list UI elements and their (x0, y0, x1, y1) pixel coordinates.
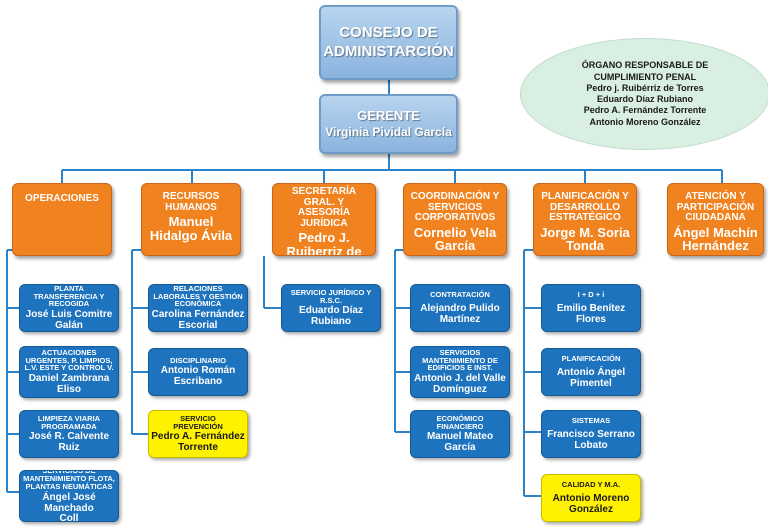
unit-head: Manuel Mateo García (426, 431, 494, 453)
department-title: ATENCIÓN Y PARTICIPACIÓN CIUDADANA (676, 191, 755, 223)
unit-head: Pedro A. Fernández Torrente (151, 431, 245, 453)
unit-title: SERVICIOS MANTENIMIENTO DE EDIFICIOS E I… (422, 347, 498, 373)
department-title: RECURSOS HUMANOS (162, 191, 220, 213)
manager-name: Virginia Pividal García (325, 125, 452, 140)
unit-idi: I + D + i Emilio Benítez Flores (541, 284, 641, 332)
department-atencion: ATENCIÓN Y PARTICIPACIÓN CIUDADANA Ángel… (667, 183, 764, 256)
unit-head: Daniel Zambrana Eliso (28, 373, 110, 395)
unit-head: Carolina Fernández Escorial (151, 309, 245, 331)
unit-head: Antonio Ángel Pimentel (556, 367, 626, 389)
compliance-member: Eduardo Díaz Rubiano (596, 94, 693, 104)
unit-title: SERVICIO JURÍDICO Y R.S.C. (290, 287, 372, 305)
unit-head: José Luis Comitre Galán (25, 309, 113, 331)
compliance-member: Pedro j. Ruibérriz de Torres (586, 82, 704, 93)
department-head: Cornelio Vela García (413, 224, 497, 254)
unit-title: SERVICIO PREVENCIÓN (173, 413, 223, 431)
unit-head: Alejandro Pulido Martínez (420, 303, 500, 325)
unit-economico-financiero: ECONÓMICO FINANCIERO Manuel Mateo García (410, 410, 510, 458)
department-title: OPERACIONES (25, 193, 99, 204)
unit-mantenimiento-flota: SERVICIOS DE MANTENIMIENTO FLOTA, PLANTA… (19, 470, 119, 522)
compliance-body: ÓRGANO RESPONSABLE DE CUMPLIMIENTO PENAL… (520, 38, 768, 150)
unit-sistemas: SISTEMAS Francisco Serrano Lobato (541, 410, 641, 458)
unit-servicio-prevencion: SERVICIO PREVENCIÓN Pedro A. Fernández T… (148, 410, 248, 458)
unit-head: Antonio Román Escribano (160, 365, 236, 387)
department-title: PLANIFICACIÓN Y DESARROLLO ESTRATÉGICO (541, 191, 629, 223)
board-box: CONSEJO DE ADMINISTARCIÓN (319, 5, 458, 80)
unit-title: PLANTA TRANSFERENCIA Y RECOGIDA (33, 284, 105, 309)
department-operaciones: OPERACIONES (12, 183, 112, 256)
unit-servicio-juridico: SERVICIO JURÍDICO Y R.S.C. Eduardo Díaz … (281, 284, 381, 332)
department-coordinacion: COORDINACIÓN Y SERVICIOS CORPORATIVOS Co… (403, 183, 507, 256)
unit-title: ECONÓMICO FINANCIERO (436, 413, 484, 431)
compliance-title-2: CUMPLIMIENTO PENAL (593, 71, 697, 82)
unit-title: PLANIFICACIÓN (561, 353, 621, 363)
department-head: Jorge M. Soria Tonda (540, 224, 630, 254)
unit-title: ACTUACIONES URGENTES, P. LIMPIOS, L.V. E… (24, 347, 114, 373)
unit-relaciones-laborales: RELACIONES LABORALES Y GESTIÓN ECONÓMICA… (148, 284, 248, 332)
unit-head: Antonio J. del Valle Domínguez (414, 373, 506, 395)
unit-planta-transferencia: PLANTA TRANSFERENCIA Y RECOGIDA José Lui… (19, 284, 119, 332)
unit-head: Eduardo Díaz Rubiano (299, 305, 363, 327)
unit-title: LIMPIEZA VIARIA PROGRAMADA (37, 413, 101, 431)
unit-head: Ángel José Manchado Coll (42, 492, 96, 522)
department-title: SECRETARÍA GRAL. Y ASESORÍA JURÍDICA (291, 186, 357, 229)
department-recursos-humanos: RECURSOS HUMANOS Manuel Hidalgo Ávila (141, 183, 241, 256)
unit-title: SERVICIOS DE MANTENIMIENTO FLOTA, PLANTA… (23, 470, 115, 492)
board-title-line1: CONSEJO DE (339, 24, 438, 42)
unit-title: DISCIPLINARIO (170, 355, 226, 365)
department-planificacion: PLANIFICACIÓN Y DESARROLLO ESTRATÉGICO J… (533, 183, 637, 256)
compliance-title-1: ÓRGANO RESPONSABLE DE (581, 60, 709, 71)
unit-head: Francisco Serrano Lobato (547, 429, 635, 451)
department-head: Pedro J. Ruiberriz de Torres (286, 230, 362, 256)
unit-title: SISTEMAS (571, 415, 611, 425)
unit-title: RELACIONES LABORALES Y GESTIÓN ECONÓMICA (153, 284, 243, 309)
compliance-member: Pedro A. Fernández Torrente (583, 105, 707, 116)
manager-title: GERENTE (357, 108, 420, 124)
compliance-member: Antonio Moreno González (589, 116, 701, 127)
department-head: Ángel Machín Hernández (673, 224, 758, 254)
unit-mantenimiento-edificios: SERVICIOS MANTENIMIENTO DE EDIFICIOS E I… (410, 346, 510, 398)
unit-head: José R. Calvente Ruiz (28, 431, 110, 453)
unit-limpieza-viaria: LIMPIEZA VIARIA PROGRAMADA José R. Calve… (19, 410, 119, 458)
department-title: COORDINACIÓN Y SERVICIOS CORPORATIVOS (410, 191, 500, 223)
department-head: Manuel Hidalgo Ávila (149, 214, 233, 243)
manager-box: GERENTE Virginia Pividal García (319, 94, 458, 154)
unit-calidad: CALIDAD Y M.A. Antonio Moreno González (541, 474, 641, 522)
department-secretaria: SECRETARÍA GRAL. Y ASESORÍA JURÍDICA Ped… (272, 183, 376, 256)
unit-head: Emilio Benítez Flores (556, 303, 626, 325)
unit-actuaciones-urgentes: ACTUACIONES URGENTES, P. LIMPIOS, L.V. E… (19, 346, 119, 398)
unit-planificacion: PLANIFICACIÓN Antonio Ángel Pimentel (541, 348, 641, 396)
unit-title: CONTRATACIÓN (430, 289, 490, 299)
unit-contratacion: CONTRATACIÓN Alejandro Pulido Martínez (410, 284, 510, 332)
board-title-line2: ADMINISTARCIÓN (323, 43, 454, 60)
unit-head: Antonio Moreno González (552, 493, 630, 515)
unit-title: I + D + i (577, 289, 605, 299)
unit-disciplinario: DISCIPLINARIO Antonio Román Escribano (148, 348, 248, 396)
unit-title: CALIDAD Y M.A. (561, 479, 621, 489)
